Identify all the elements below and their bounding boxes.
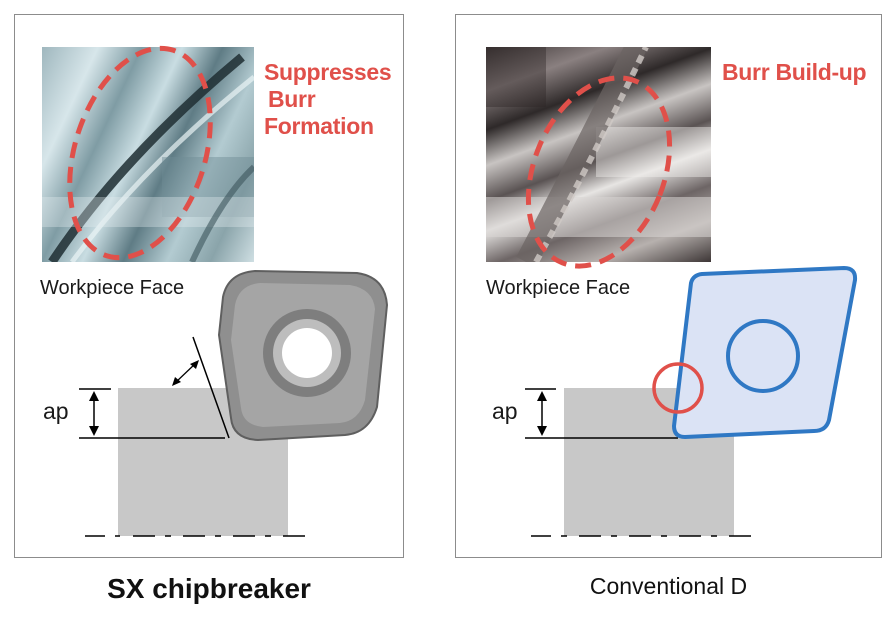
burr-highlight-ellipse (67, 45, 213, 261)
right-diagram (525, 75, 858, 537)
conventional-caption: Conventional D (589, 573, 748, 599)
workpiece-face-label: Workpiece Face (486, 277, 631, 299)
workpiece-face-label: Workpiece Face (40, 277, 185, 299)
clearance-arrow (174, 362, 197, 384)
suppresses-burr-callout: Suppresses Burr Formation (264, 59, 394, 140)
sx-chipbreaker-caption: SX chipbreaker (107, 573, 311, 604)
left-diagram (67, 45, 389, 537)
callout-line: Burr (268, 86, 316, 113)
callout-line: Formation (264, 113, 374, 140)
edge-incline-line (192, 336, 230, 439)
burr-highlight-ellipse (525, 75, 673, 269)
burr-location-circle (652, 362, 704, 414)
ap-label: ap (492, 398, 518, 424)
callout-line: Suppresses (264, 59, 392, 85)
ap-label: ap (43, 398, 69, 424)
burr-buildup-callout: Burr Build-up (722, 59, 867, 85)
sx-chipbreaker-panel: Suppresses Burr Formation Workpiece Face… (14, 14, 404, 558)
sx-insert-image (217, 269, 389, 442)
conventional-insert-shape (672, 266, 858, 439)
photo-texture (42, 53, 254, 262)
conventional-panel: Burr Build-up Workpiece Face ap (455, 14, 882, 558)
